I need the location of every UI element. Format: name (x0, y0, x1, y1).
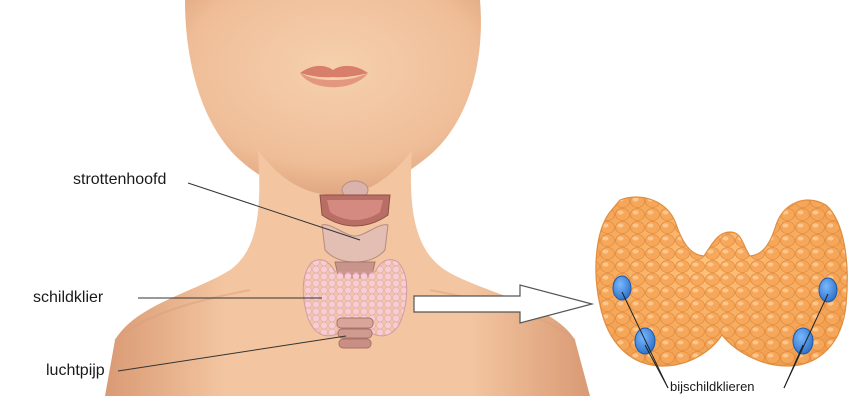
face (185, 0, 481, 195)
parathyroid-upper-right (819, 278, 837, 302)
parathyroid-upper-left (613, 276, 631, 300)
label-parathyroids: bijschildklieren (670, 380, 755, 393)
label-larynx: strottenhoofd (73, 172, 166, 188)
trachea (337, 318, 373, 348)
label-thyroid: schildklier (33, 290, 103, 306)
label-trachea: luchtpijp (46, 363, 105, 379)
